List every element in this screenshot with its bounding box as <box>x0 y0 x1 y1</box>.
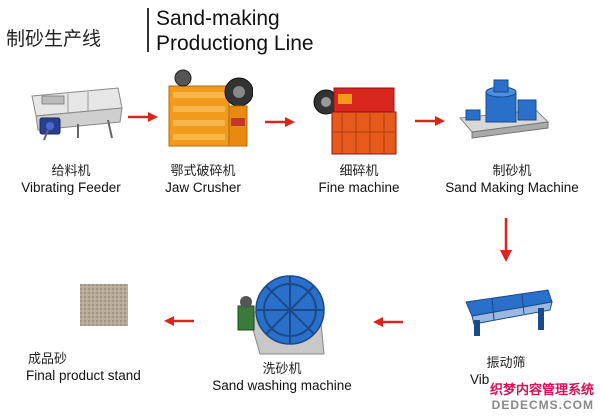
step-label-jaw-crusher: 鄂式破碎机 Jaw Crusher <box>148 164 258 196</box>
final-sand-image <box>80 284 128 326</box>
step-label-en: Vib <box>470 372 490 387</box>
step-label-cn: 洗砂机 <box>262 362 302 377</box>
step-label-vibrating-feeder: 给料机 Vibrating Feeder <box>6 164 136 196</box>
step-label-en: Fine machine <box>318 180 400 195</box>
step-label-cn: 制砂机 <box>492 164 532 179</box>
arrow-right-1 <box>128 112 158 122</box>
step-label-cn: 鄂式破碎机 <box>170 164 236 179</box>
vibrating-screen-image <box>465 289 553 336</box>
step-label-cn: 细碎机 <box>339 164 379 179</box>
arrow-right-3 <box>415 116 445 126</box>
watermark: 织梦内容管理系统 DEDECMS.COM <box>490 383 594 413</box>
sand-washing-machine-image <box>237 275 325 355</box>
arrow-left-2 <box>164 316 194 326</box>
title-english-line1: Sand-making <box>156 7 280 30</box>
sand-making-machine-image <box>459 79 550 139</box>
title-chinese: 制砂生产线 <box>6 28 102 50</box>
arrow-right-2 <box>265 117 295 127</box>
step-label-cn: 给料机 <box>51 164 91 179</box>
step-label-fine-machine: 细碎机 Fine machine <box>304 164 414 196</box>
step-label-cn: 振动筛 <box>486 356 526 371</box>
title-english: Sand-making Productiong Line <box>156 6 314 56</box>
watermark-line2: DEDECMS.COM <box>491 398 594 412</box>
step-label-en: Sand washing machine <box>212 378 352 393</box>
step-label-sand-making-machine: 制砂机 Sand Making Machine <box>430 164 594 196</box>
fine-crusher-image <box>313 87 397 155</box>
arrow-down <box>500 218 512 262</box>
step-label-en: Final product stand <box>26 368 141 383</box>
arrow-left-1 <box>373 317 403 327</box>
title-english-line2: Productiong Line <box>156 32 314 55</box>
step-label-cn: 成品砂 <box>28 352 68 367</box>
step-label-sand-washing-machine: 洗砂机 Sand washing machine <box>200 362 364 394</box>
step-label-en: Jaw Crusher <box>165 180 241 195</box>
watermark-line1: 织梦内容管理系统 <box>489 383 594 398</box>
step-label-vibrating-screen: 振动筛 Vib <box>466 356 546 388</box>
step-label-final-product: 成品砂 Final product stand <box>26 352 166 384</box>
vibrating-feeder-image <box>31 87 123 141</box>
jaw-crusher-image <box>168 69 253 147</box>
step-label-en: Vibrating Feeder <box>21 180 121 195</box>
step-label-en: Sand Making Machine <box>445 180 579 195</box>
title-divider <box>147 8 149 52</box>
